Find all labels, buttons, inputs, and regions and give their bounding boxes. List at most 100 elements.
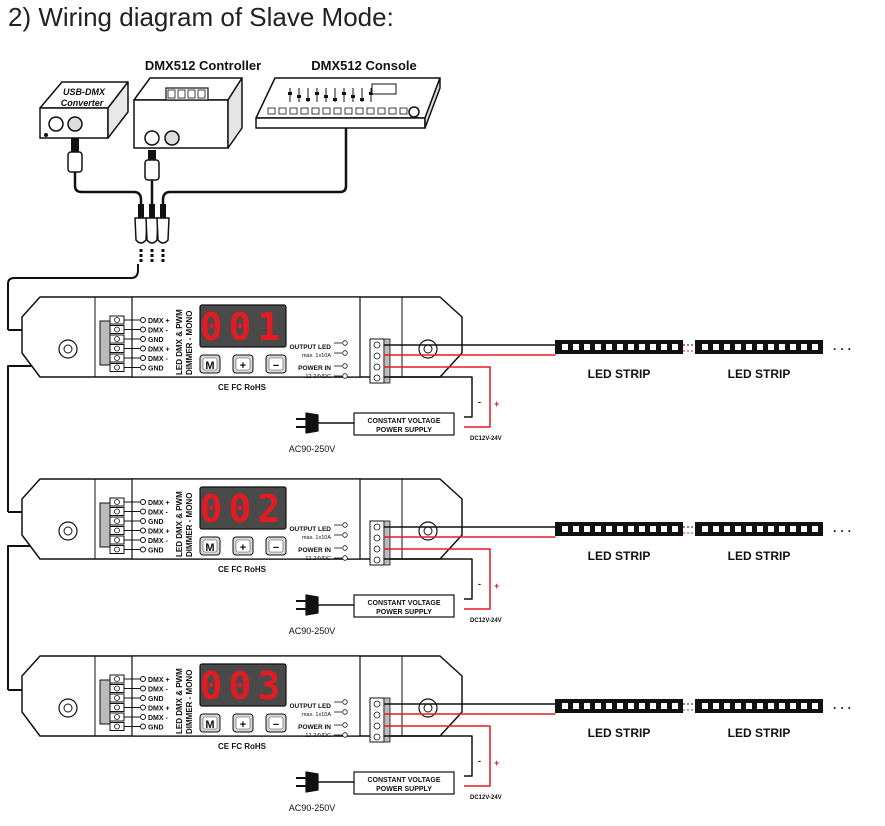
led-chip	[606, 703, 612, 709]
screw-head	[373, 556, 381, 564]
led-chip	[812, 344, 818, 350]
psu-positive-wire	[464, 549, 491, 610]
led-chip	[702, 526, 708, 532]
display-digits: 002	[200, 487, 287, 531]
screw-head	[373, 523, 381, 531]
led-chip	[584, 344, 590, 350]
fader-knob	[342, 92, 346, 95]
button-label: −	[273, 360, 279, 372]
psu-positive-wire	[464, 367, 491, 428]
led-chip	[617, 344, 623, 350]
pin-dot	[139, 259, 143, 262]
fader-knob	[369, 92, 373, 95]
output-rating-label: max. 1x10A	[302, 535, 331, 541]
plug-neck	[160, 204, 166, 218]
pin-dot	[140, 508, 146, 515]
button-label: +	[240, 542, 246, 554]
psu-label-1: CONSTANT VOLTAGE	[367, 600, 440, 607]
pin-dot	[140, 336, 146, 342]
psu-label-2: POWER SUPPLY	[376, 427, 432, 434]
pin-dot	[342, 340, 348, 346]
screw-head	[114, 364, 120, 371]
led-chip	[757, 344, 763, 350]
pin-dot	[342, 373, 348, 379]
pin-dot	[161, 249, 165, 252]
dc-voltage-label: DC12V-24V	[470, 436, 502, 442]
lcd-cell	[177, 89, 186, 99]
led-chip	[713, 526, 719, 532]
led-chip	[768, 703, 774, 709]
led-chip	[768, 344, 774, 350]
pin-dot	[140, 317, 146, 323]
led-chip	[801, 526, 807, 532]
button-face	[235, 357, 251, 371]
led-chip	[628, 344, 634, 350]
controller-label: DMX512 Controller	[145, 58, 261, 73]
pin-dot	[140, 355, 146, 361]
terminal-body	[383, 338, 391, 384]
pin-dot	[140, 499, 146, 505]
led-chip	[746, 703, 752, 709]
xlr-plug	[134, 217, 148, 244]
pin-dot	[342, 545, 348, 551]
output-led-label: OUTPUT LED	[289, 344, 331, 351]
led-chip	[661, 703, 667, 709]
console-label: DMX512 Console	[311, 58, 416, 73]
console-key	[355, 107, 364, 115]
button-label: −	[273, 542, 279, 554]
output-rating-label: max. 1x10A	[302, 353, 331, 359]
display-digits: 001	[200, 305, 287, 349]
led-chip	[573, 703, 579, 709]
mounting-hole-inner	[63, 703, 73, 713]
model-line-2: DIMMER - MONO	[185, 670, 194, 734]
pin-dot	[140, 518, 146, 524]
screw-head	[114, 326, 120, 333]
button-label: +	[240, 719, 246, 731]
fader-knob	[288, 92, 292, 95]
console-key	[388, 107, 397, 115]
led-chip	[628, 526, 634, 532]
screw-head	[114, 508, 120, 515]
dmx-pin-label: DMX +	[148, 500, 170, 507]
dmx-pin-label: GND	[148, 519, 164, 526]
led-chip	[724, 526, 730, 532]
xlr-plug	[67, 151, 83, 173]
pin-dot	[342, 350, 348, 356]
led-chip	[562, 344, 568, 350]
led-chip	[661, 526, 667, 532]
led-chip	[779, 703, 785, 709]
pin-dot	[140, 537, 146, 543]
dmx-pin-label: DMX -	[148, 356, 169, 363]
dmx512-console: DMX512 Console	[255, 58, 441, 129]
lcd-cell	[187, 89, 196, 99]
console-key	[311, 107, 320, 115]
console-knob	[408, 106, 420, 118]
led-chip	[735, 344, 741, 350]
dmx-pin-label: GND	[148, 548, 164, 555]
pin-dot	[161, 259, 165, 262]
screw-head	[114, 714, 120, 720]
button-face	[202, 539, 218, 553]
console-key	[399, 107, 408, 115]
power-supply-box	[353, 412, 455, 436]
led-strip-label: LED STRIP	[728, 726, 791, 740]
button-face	[268, 716, 284, 730]
ac-plug	[305, 412, 319, 434]
led-chip	[650, 703, 656, 709]
display-digits: 003	[200, 664, 287, 708]
pin-dot	[140, 704, 146, 711]
fader-knob	[297, 95, 301, 98]
led-chip	[757, 526, 763, 532]
led-chip	[735, 526, 741, 532]
console-key	[377, 107, 386, 115]
led-chip	[639, 344, 645, 350]
pin-dot	[140, 364, 146, 371]
screw-head	[373, 352, 381, 360]
plus-sign: +	[494, 758, 499, 768]
xlr-plug	[144, 159, 160, 181]
screw-head	[114, 685, 120, 692]
model-line-1: LED DMX & PWM	[175, 668, 184, 734]
